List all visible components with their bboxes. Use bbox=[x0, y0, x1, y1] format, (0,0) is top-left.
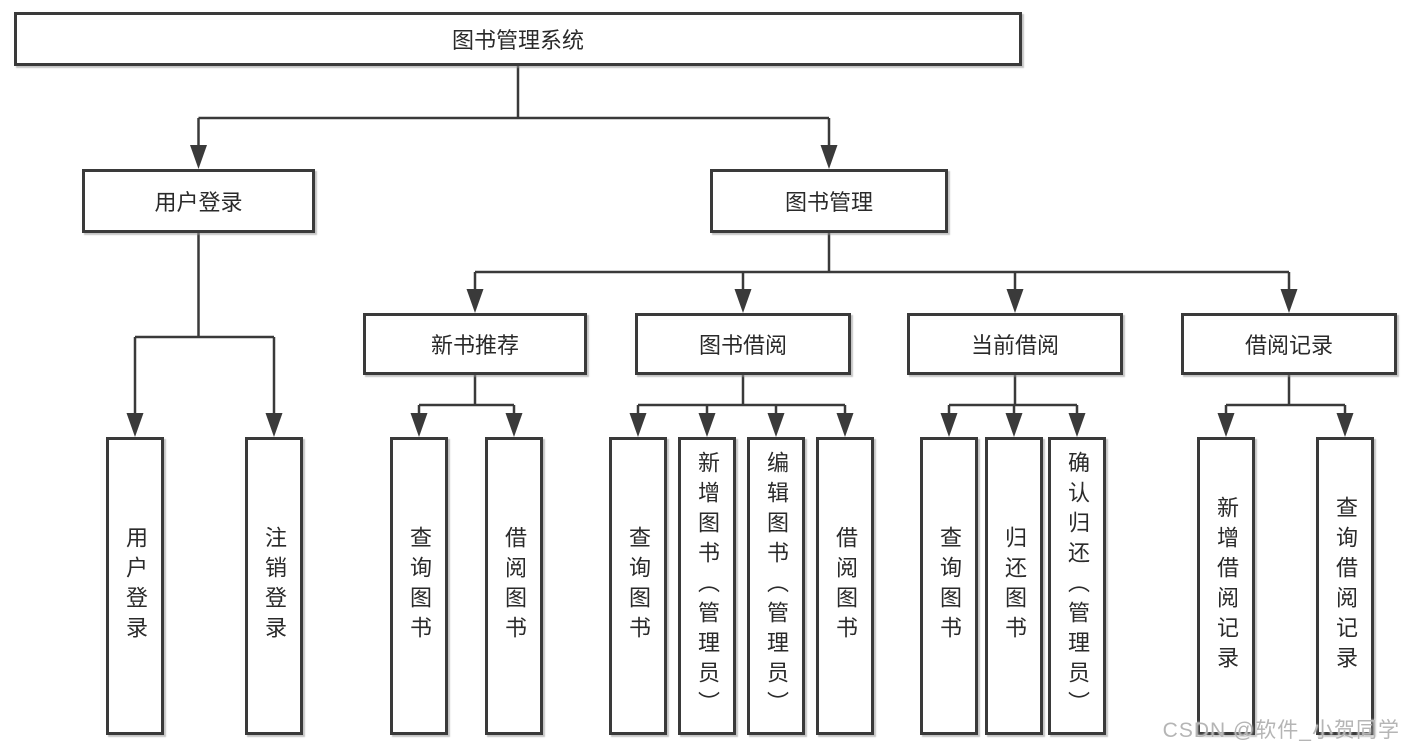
node-book-borrow: 图书借阅 bbox=[635, 313, 851, 375]
node-br-add-record-label: 新增借阅记录 bbox=[1214, 496, 1239, 676]
node-book-management: 图书管理 bbox=[710, 169, 948, 233]
node-book-management-label: 图书管理 bbox=[784, 190, 873, 215]
node-bb-add-book-label: 新增图书（管理员） bbox=[695, 451, 720, 721]
node-user-login-label: 用户登录 bbox=[154, 190, 243, 215]
node-current-borrow: 当前借阅 bbox=[907, 313, 1123, 375]
node-root: 图书管理系统 bbox=[14, 12, 1022, 66]
node-bb-query-book: 查询图书 bbox=[609, 437, 667, 735]
node-bb-edit-book: 编辑图书（管理员） bbox=[747, 437, 805, 735]
node-bb-query-book-label: 查询图书 bbox=[626, 526, 651, 646]
node-bb-add-book: 新增图书（管理员） bbox=[678, 437, 736, 735]
node-new-book-recommend-label: 新书推荐 bbox=[430, 333, 519, 358]
node-bb-borrow-book-label: 借阅图书 bbox=[833, 526, 858, 646]
node-bb-borrow-book: 借阅图书 bbox=[816, 437, 874, 735]
node-br-add-record: 新增借阅记录 bbox=[1197, 437, 1255, 735]
csdn-watermark: CSDN @软件_小贺同学 bbox=[1162, 719, 1400, 742]
node-cb-query-book: 查询图书 bbox=[920, 437, 978, 735]
node-login-label: 用户登录 bbox=[123, 526, 148, 646]
node-login: 用户登录 bbox=[106, 437, 164, 735]
node-nb-borrow-book-label: 借阅图书 bbox=[502, 526, 527, 646]
node-br-query-record-label: 查询借阅记录 bbox=[1333, 496, 1358, 676]
node-nb-borrow-book: 借阅图书 bbox=[485, 437, 543, 735]
node-cb-return-book: 归还图书 bbox=[985, 437, 1043, 735]
node-cb-return-book-label: 归还图书 bbox=[1002, 526, 1027, 646]
node-user-login: 用户登录 bbox=[82, 169, 315, 233]
node-nb-query-book: 查询图书 bbox=[390, 437, 448, 735]
node-new-book-recommend: 新书推荐 bbox=[363, 313, 587, 375]
node-logout-label: 注销登录 bbox=[262, 526, 287, 646]
node-current-borrow-label: 当前借阅 bbox=[970, 333, 1059, 358]
node-borrow-record: 借阅记录 bbox=[1181, 313, 1397, 375]
node-bb-edit-book-label: 编辑图书（管理员） bbox=[764, 451, 789, 721]
node-borrow-record-label: 借阅记录 bbox=[1244, 333, 1333, 358]
node-cb-confirm-return-label: 确认归还（管理员） bbox=[1065, 451, 1090, 721]
arrowheads bbox=[126, 145, 1354, 437]
node-nb-query-book-label: 查询图书 bbox=[407, 526, 432, 646]
node-root-label: 图书管理系统 bbox=[451, 28, 584, 53]
node-br-query-record: 查询借阅记录 bbox=[1316, 437, 1374, 735]
node-logout: 注销登录 bbox=[245, 437, 303, 735]
node-book-borrow-label: 图书借阅 bbox=[698, 333, 787, 358]
node-cb-confirm-return: 确认归还（管理员） bbox=[1048, 437, 1106, 735]
node-cb-query-book-label: 查询图书 bbox=[937, 526, 962, 646]
